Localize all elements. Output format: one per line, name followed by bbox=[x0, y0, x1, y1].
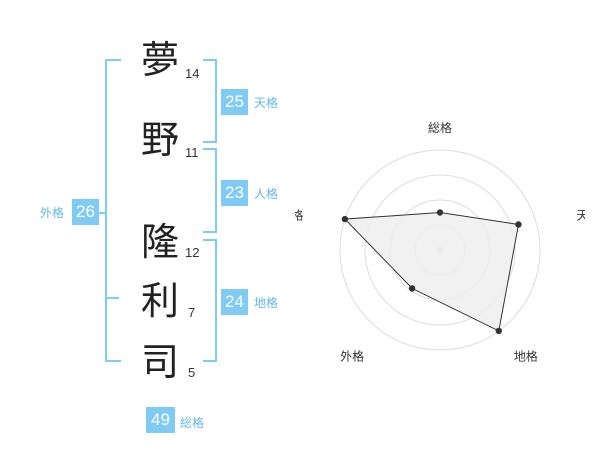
radar-points bbox=[341, 209, 522, 335]
tenkaku-value-box: 25 bbox=[221, 89, 248, 115]
soukaku-value-box: 49 bbox=[146, 407, 175, 433]
tenkaku-label: 天格 bbox=[254, 96, 279, 110]
radar-axis-label-4: 外格 bbox=[340, 349, 364, 364]
gaikaku-split-tick bbox=[105, 297, 119, 299]
gaikaku-value-box: 26 bbox=[72, 199, 99, 225]
radar-area bbox=[343, 211, 520, 332]
chikaku-value-box: 24 bbox=[221, 289, 248, 315]
chikaku-bracket bbox=[203, 239, 217, 362]
stroke-count-3: 12 bbox=[185, 245, 200, 260]
chikaku-label: 地格 bbox=[254, 296, 279, 310]
name-char-4: 利 bbox=[140, 279, 179, 323]
radar-axis-label-3: 地格 bbox=[514, 349, 538, 364]
gaikaku-label: 外格 bbox=[40, 206, 65, 220]
radar-point-5 bbox=[341, 215, 349, 223]
fortune-radar-chart: 総格天格地格 外格 人格 bbox=[295, 120, 585, 364]
gaikaku-bracket-tick bbox=[98, 212, 107, 214]
name-char-2: 野 bbox=[140, 118, 179, 162]
stroke-count-4: 7 bbox=[188, 305, 196, 320]
name-char-3: 隆 bbox=[140, 220, 179, 264]
jinkaku-bracket bbox=[203, 148, 217, 233]
tenkaku-bracket bbox=[203, 59, 217, 143]
radar-axis-label-5: 人格 bbox=[295, 207, 303, 222]
name-char-5: 司 bbox=[140, 340, 179, 384]
radar-polygon bbox=[343, 211, 520, 332]
radar-point-3 bbox=[495, 327, 502, 335]
stroke-count-5: 5 bbox=[188, 365, 196, 380]
radar-axis-label-2: 天格 bbox=[577, 207, 585, 222]
name-char-1: 夢 bbox=[140, 38, 179, 82]
radar-point-4 bbox=[408, 285, 416, 292]
jinkaku-label: 人格 bbox=[254, 187, 279, 201]
gaikaku-bracket bbox=[105, 59, 121, 362]
radar-axis-label-1: 総格 bbox=[428, 120, 452, 135]
radar-grid-ring bbox=[339, 149, 541, 351]
radar-grid-ring bbox=[364, 174, 516, 326]
radar-point-1 bbox=[436, 209, 444, 216]
stroke-count-1: 14 bbox=[185, 66, 200, 81]
radar-point-2 bbox=[515, 221, 522, 228]
soukaku-label: 総格 bbox=[180, 416, 205, 430]
jinkaku-value-box: 23 bbox=[221, 180, 248, 206]
stroke-count-2: 11 bbox=[185, 145, 199, 160]
radar-axis-labels: 総格天格地格 外格 人格 bbox=[295, 120, 585, 364]
